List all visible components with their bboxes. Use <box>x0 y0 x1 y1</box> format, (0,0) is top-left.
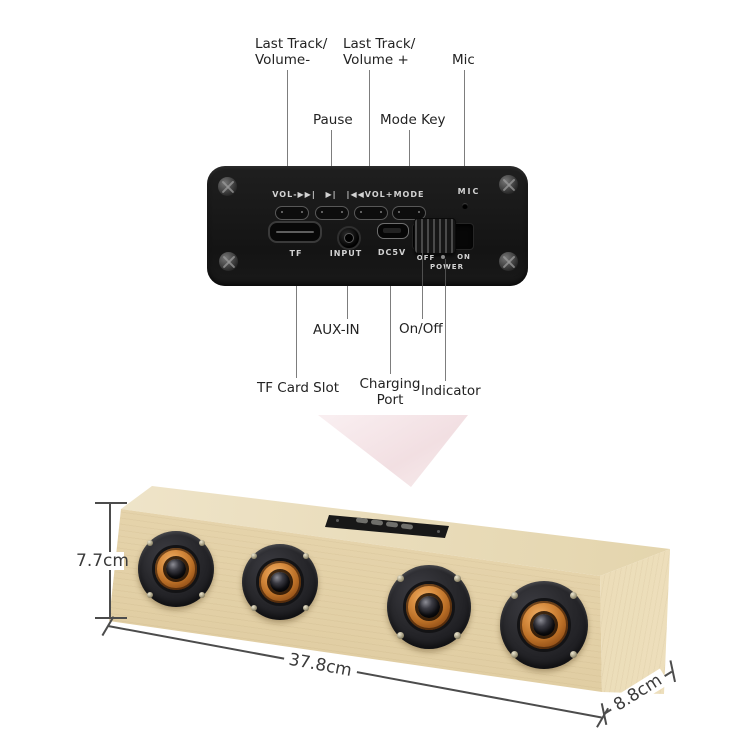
callout-line-mic <box>464 70 465 166</box>
marking-mic: MIC <box>457 187 481 196</box>
label-aux-in: AUX-IN <box>313 322 360 338</box>
label-line: Volume + <box>343 52 409 68</box>
marking-tf: TF <box>289 249 303 258</box>
driver-cone <box>259 561 301 603</box>
label-mode-key: Mode Key <box>380 112 446 128</box>
label-mic: Mic <box>452 52 475 68</box>
aux-in-jack <box>337 226 361 250</box>
callout-line-indicator-inner <box>445 259 446 286</box>
driver-cone <box>520 601 568 649</box>
marking-play-pause: ▶| <box>325 190 337 199</box>
driver-dome <box>270 572 290 592</box>
power-switch-knob <box>414 218 456 254</box>
speaker-driver-4 <box>500 581 588 669</box>
callout-line-indicator <box>445 286 446 381</box>
driver-cone <box>155 548 197 590</box>
driver-dome <box>166 559 186 579</box>
callout-line-onoff-inner <box>422 250 423 286</box>
screw-icon <box>499 252 518 271</box>
screw-icon <box>499 175 518 194</box>
callout-line-pause <box>331 130 332 166</box>
vol-minus-button <box>275 206 309 220</box>
callout-line-onoff <box>422 286 423 319</box>
control-panel: VOL-▶▶| ▶| |◀◀VOL+ MODE MIC TF INPUT DC5… <box>207 166 528 286</box>
vol-plus-button <box>354 206 388 220</box>
down-arrow-icon <box>318 415 468 487</box>
strip-screw-icon <box>336 519 339 522</box>
tf-card-slot <box>268 221 322 243</box>
marking-on: ON <box>457 253 471 261</box>
callout-line-aux <box>347 286 348 319</box>
marking-input: INPUT <box>329 249 363 258</box>
marking-mode: MODE <box>393 190 425 199</box>
speaker-driver-2 <box>242 544 318 620</box>
speaker-driver-1 <box>138 531 214 607</box>
marking-off: OFF <box>416 254 436 262</box>
callout-line-vol-minus <box>287 70 288 166</box>
driver-dome <box>418 596 440 618</box>
driver-dome <box>532 613 556 637</box>
marking-vol-minus: VOL-▶▶| <box>272 190 316 199</box>
label-on-off: On/Off <box>399 321 443 337</box>
marking-vol-plus: |◀◀VOL+ <box>346 190 394 199</box>
label-tf-card-slot: TF Card Slot <box>257 380 340 396</box>
marking-dc5v: DC5V <box>377 248 407 257</box>
label-line: Last Track/ <box>343 36 416 52</box>
label-indicator: Indicator <box>421 383 481 399</box>
callout-line-mode <box>409 130 410 166</box>
charging-port <box>377 223 409 239</box>
screw-icon <box>219 252 238 271</box>
dim-height-label: 7.7cm <box>76 551 129 571</box>
label-pause: Pause <box>313 112 353 128</box>
strip-screw-icon <box>437 530 440 533</box>
label-line: Volume- <box>255 52 311 68</box>
dim-height-tick-top <box>95 502 127 504</box>
label-line: Charging <box>359 376 421 392</box>
speaker-driver-3 <box>387 565 471 649</box>
pause-button <box>315 206 349 220</box>
label-line: Last Track/ <box>255 36 328 52</box>
callout-line-vol-plus <box>369 70 370 166</box>
mode-button <box>392 206 426 220</box>
dim-depth-tick-start <box>600 703 607 726</box>
power-indicator-dot <box>441 255 445 259</box>
marking-power: POWER <box>430 263 464 271</box>
callout-line-charging <box>390 286 391 374</box>
label-last-track-volume-plus: Last Track/ Volume + <box>343 36 415 68</box>
driver-cone <box>406 584 452 630</box>
mic-hole <box>462 203 468 209</box>
screw-icon <box>218 177 237 196</box>
label-line: Port <box>376 392 404 408</box>
label-charging-port: Charging Port <box>355 376 425 408</box>
label-last-track-volume-minus: Last Track/ Volume- <box>255 36 327 68</box>
callout-line-tf <box>296 286 297 378</box>
